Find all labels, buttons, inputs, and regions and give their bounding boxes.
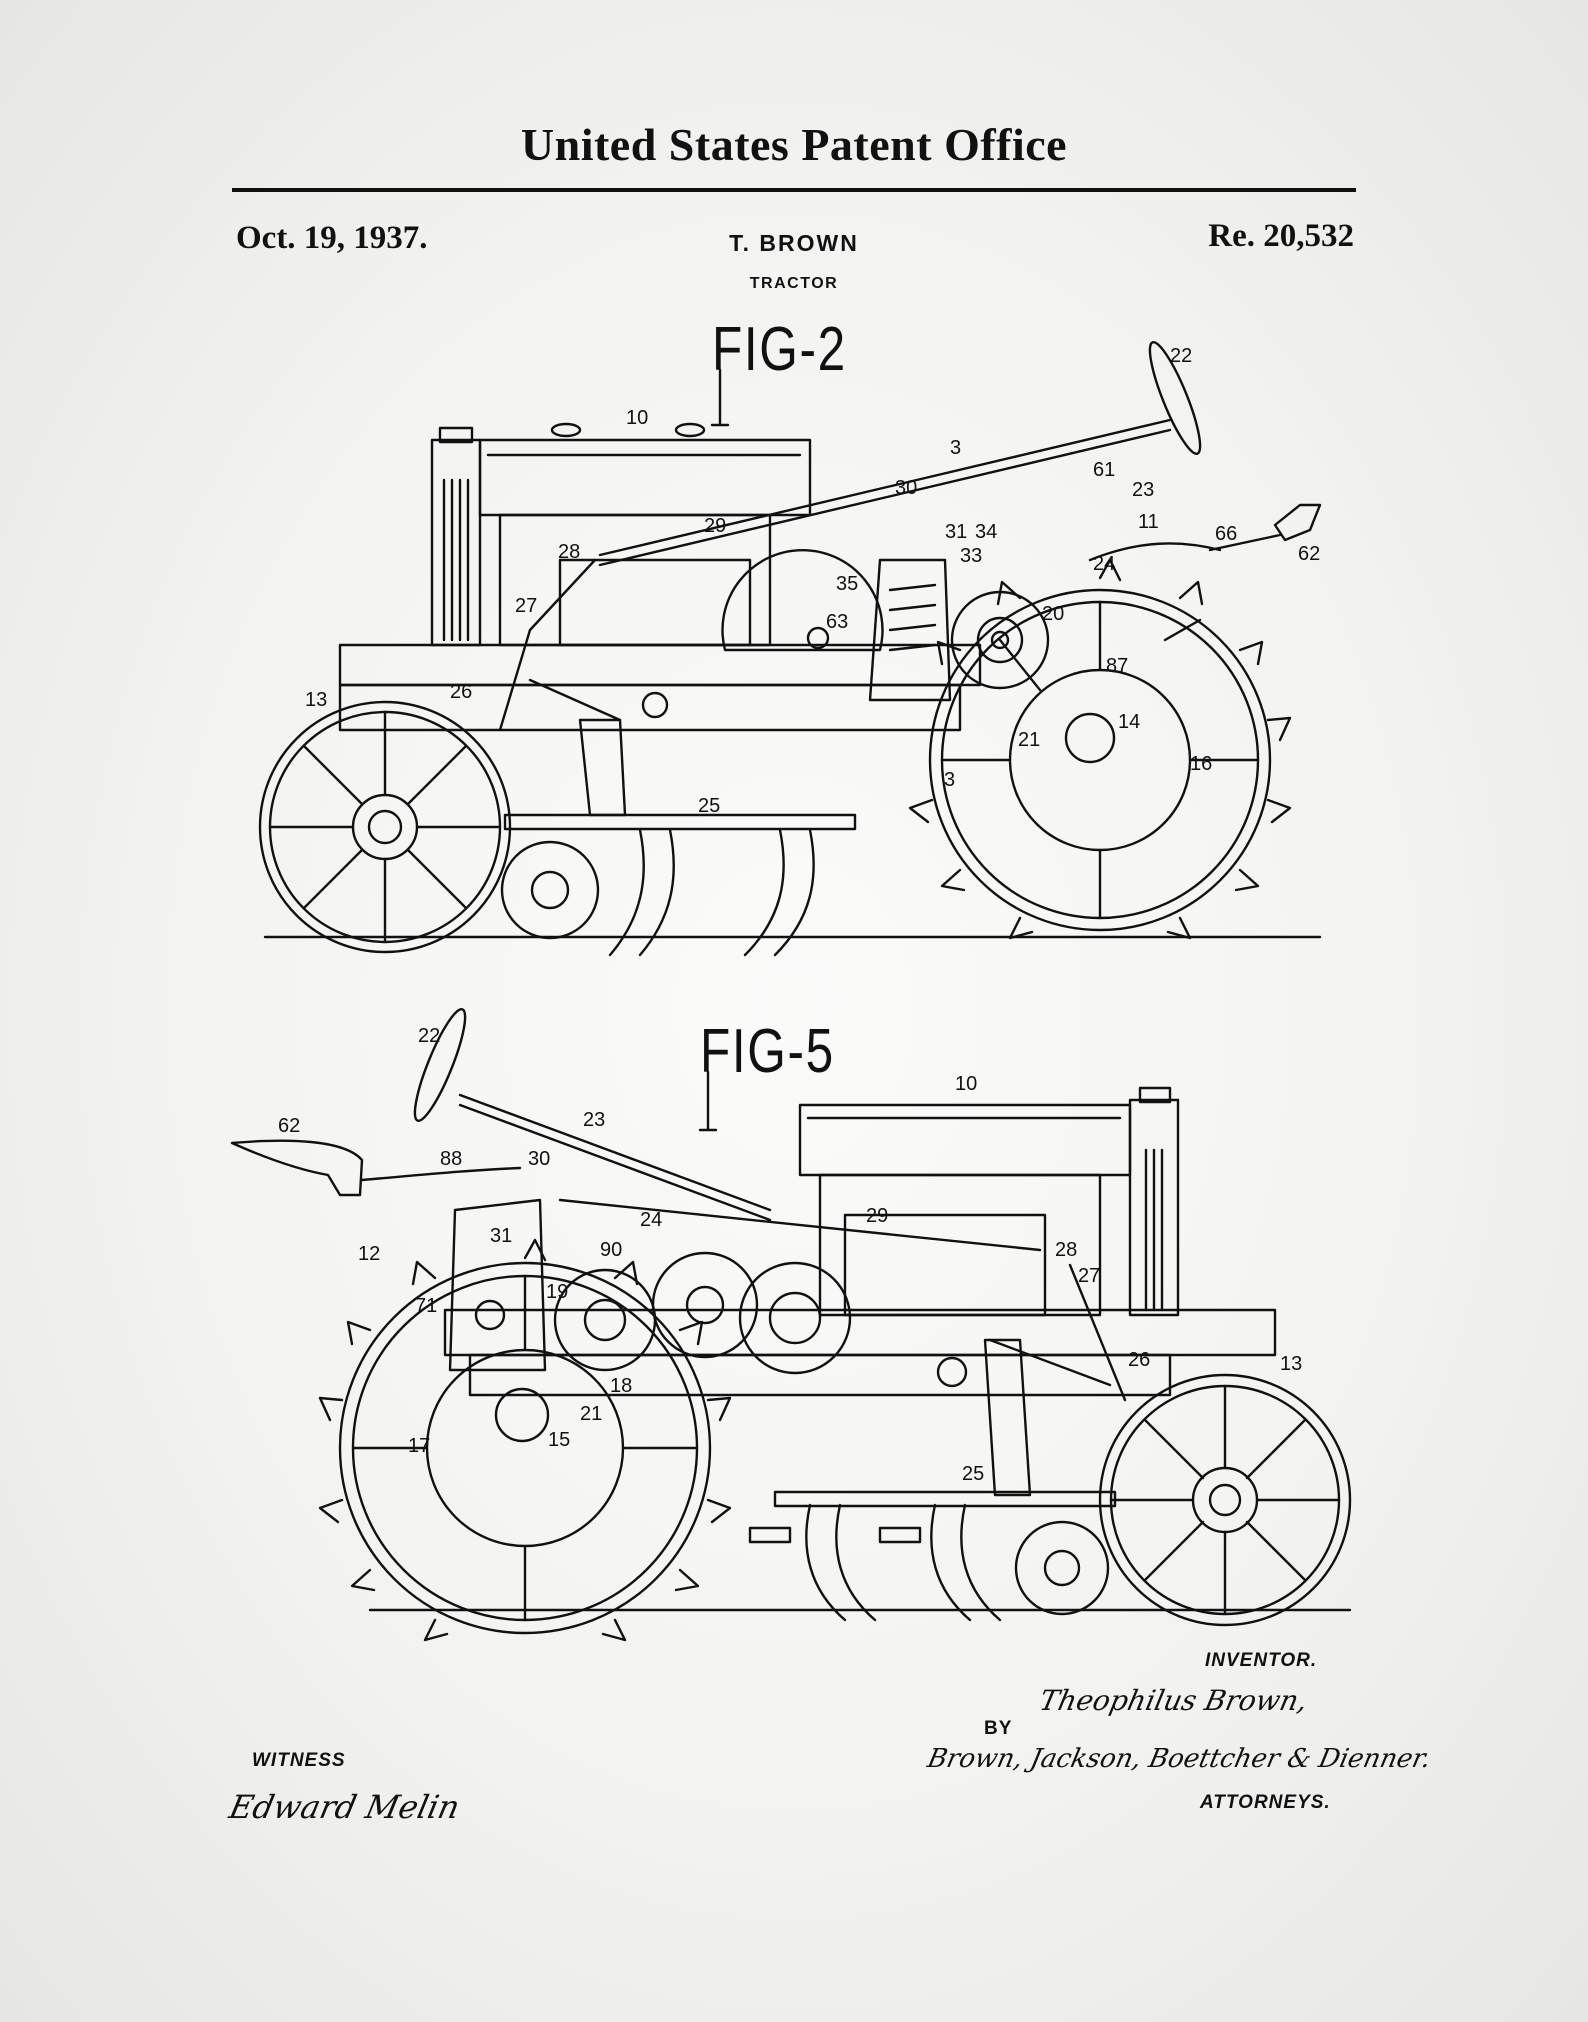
figure-2-label: FIG-2: [712, 315, 847, 384]
callout-62: 62: [1298, 543, 1320, 565]
tractor-figure-5: [230, 1007, 1352, 1642]
callout-87: 87: [1106, 655, 1128, 677]
figure-5-callouts: 22 10 62 23 88 30 12 29 31 24 90 28 27 7…: [278, 1025, 1302, 1485]
callout-33: 33: [960, 545, 982, 567]
callout-17: 17: [408, 1435, 430, 1457]
inventor-name: T. BROWN: [729, 230, 859, 256]
callout-29: 29: [704, 515, 726, 537]
callout-12: 12: [358, 1243, 380, 1265]
callout-26: 26: [1128, 1349, 1150, 1371]
callout-23: 23: [1132, 479, 1154, 501]
callout-26: 26: [450, 681, 472, 703]
callout-21: 21: [580, 1403, 602, 1425]
patent-date: Oct. 19, 1937.: [236, 220, 428, 256]
callout-19: 19: [546, 1281, 568, 1303]
callout-63: 63: [826, 611, 848, 633]
callout-3: 3: [950, 437, 961, 459]
callout-14: 14: [1118, 711, 1140, 733]
callout-3-lower: 3: [944, 769, 955, 791]
callout-61: 61: [1093, 459, 1115, 481]
callout-24: 24: [640, 1209, 662, 1231]
callout-34: 34: [975, 521, 997, 543]
tractor-figure-2: [258, 340, 1322, 957]
callout-90: 90: [600, 1239, 622, 1261]
callout-22: 22: [1170, 345, 1192, 367]
witness-signature: Edward Melin: [225, 1788, 464, 1826]
callout-25: 25: [698, 795, 720, 817]
callout-22: 22: [418, 1025, 440, 1047]
figure-5-label: FIG-5: [700, 1017, 835, 1086]
figure-2-callouts: 10 22 3 30 61 23 11 29 31 34 33 66 62 28…: [305, 345, 1320, 817]
callout-27: 27: [515, 595, 537, 617]
callout-27: 27: [1078, 1265, 1100, 1287]
callout-25: 25: [962, 1463, 984, 1485]
callout-28: 28: [558, 541, 580, 563]
by-label: BY: [984, 1718, 1013, 1739]
callout-13: 13: [1280, 1353, 1302, 1375]
callout-20: 20: [1042, 603, 1064, 625]
callout-66: 66: [1215, 523, 1237, 545]
witness-label: WITNESS: [252, 1750, 346, 1771]
callout-10: 10: [955, 1073, 977, 1095]
patent-number: Re. 20,532: [1208, 218, 1354, 254]
callout-21: 21: [1018, 729, 1040, 751]
inventor-signature: Theophilus Brown,: [1036, 1684, 1311, 1717]
attorneys-label: ATTORNEYS.: [1200, 1792, 1331, 1813]
callout-28: 28: [1055, 1239, 1077, 1261]
rear-wheel-lugs-fig2: [908, 558, 1292, 940]
callout-10: 10: [626, 407, 648, 429]
callout-29: 29: [866, 1205, 888, 1227]
callout-30: 30: [895, 477, 917, 499]
callout-31: 31: [490, 1225, 512, 1247]
callout-23: 23: [583, 1109, 605, 1131]
callout-30: 30: [528, 1148, 550, 1170]
callout-11: 11: [1138, 511, 1159, 533]
callout-15: 15: [548, 1429, 570, 1451]
callout-88: 88: [440, 1148, 462, 1170]
callout-13: 13: [305, 689, 327, 711]
callout-24: 24: [1093, 553, 1115, 575]
office-title: United States Patent Office: [520, 119, 1068, 170]
callout-31: 31: [945, 521, 967, 543]
callout-18: 18: [610, 1375, 632, 1397]
inventor-label: INVENTOR.: [1205, 1650, 1318, 1671]
invention-title: TRACTOR: [749, 275, 839, 292]
header-rule: [232, 188, 1356, 192]
rear-wheel-lugs-fig5: [318, 1238, 732, 1642]
callout-71: 71: [415, 1295, 437, 1317]
callout-35: 35: [836, 573, 858, 595]
attorneys-signature: Brown, Jackson, Boettcher & Dienner.: [924, 1744, 1434, 1774]
callout-62: 62: [278, 1115, 300, 1137]
callout-16: 16: [1190, 753, 1212, 775]
